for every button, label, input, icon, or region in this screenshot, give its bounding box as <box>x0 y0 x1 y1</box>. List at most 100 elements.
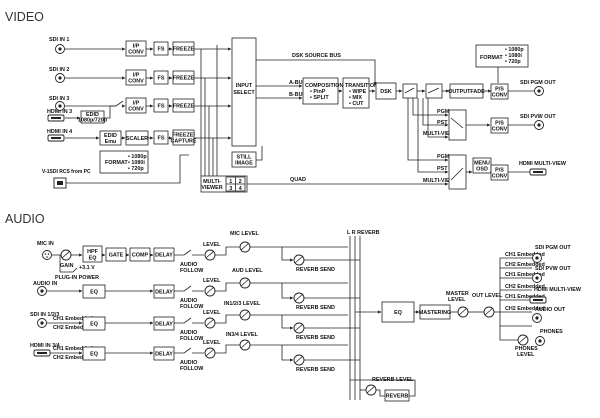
edid-emu-label-1: EDID <box>104 133 117 139</box>
out-ch1-sdi-pvw: CH1 Embedded <box>505 272 545 278</box>
delay-audio-label: DELAY <box>155 290 173 296</box>
still-image-block <box>231 151 257 168</box>
hdmi-ch1-label: CH1 Embedded <box>53 346 93 352</box>
sel1-mv-label: MULTI-VIEW <box>423 131 456 137</box>
sdi-pgm-out-label: SDI PGM OUT <box>520 80 556 86</box>
audio-sdi-pgm-out-icon <box>532 253 542 263</box>
sdi-audio-connector-icon <box>37 318 47 328</box>
phones-level-fader-icon <box>517 334 529 346</box>
usb-connector-icon <box>53 177 67 189</box>
ip-conv-3-label-b: CONV <box>128 107 144 113</box>
fade-switch-block <box>425 83 443 99</box>
ip-conv-1-label-a: I/P <box>133 44 140 50</box>
audio-follow-audio-a: AUDIO <box>180 298 197 304</box>
menu-osd-label-b: OSD <box>476 167 488 173</box>
sdi-in-3-connector-icon <box>55 101 65 111</box>
ps-conv-pgm-block <box>490 83 509 100</box>
transition-title: TRANSITION <box>345 83 378 89</box>
level-mic-label: LEVEL <box>203 242 221 248</box>
ps-conv-pgm-label-b: CONV <box>492 93 508 99</box>
hdmi-mv-out-connector-icon <box>529 168 547 176</box>
master-level-fader-icon <box>457 306 469 318</box>
audio-follow-mic-a: AUDIO <box>180 262 197 268</box>
mic-level-label: MIC LEVEL <box>230 231 259 237</box>
freeze-1-label: FREEZE <box>173 47 195 53</box>
transition-opt-mix: • MIX <box>349 95 362 101</box>
freeze-capture-block <box>172 129 195 146</box>
out-level-label: OUT LEVEL <box>472 293 503 299</box>
ip-conv-3-block <box>125 97 147 114</box>
delay-mic-label: DELAY <box>155 253 173 259</box>
ps-conv-pvw-label-b: CONV <box>492 127 508 133</box>
sdi-ch2-label: CH2 Embedded <box>53 325 93 331</box>
scaler-label: SCALER <box>126 136 148 142</box>
phones-jack-icon <box>535 336 545 346</box>
fs-1-block <box>153 41 169 56</box>
eq-hdmi-block <box>82 346 106 361</box>
reverb-send-4-label: REVERB SEND <box>296 367 335 373</box>
sel1-pgm-label: PGM <box>437 109 450 115</box>
comp-block <box>129 247 151 262</box>
format-right-opt-3: • 720p <box>505 59 521 65</box>
ps-conv-pvw-label-a: P/S <box>495 121 504 127</box>
edid-format-label: 1080p/720p <box>78 118 108 124</box>
ps-conv-mv-label-a: P/S <box>495 168 504 174</box>
freeze-2-label: FREEZE <box>173 76 195 82</box>
audio-in-jack-icon <box>37 286 47 296</box>
delay-audio-block <box>153 284 175 299</box>
hdmi-34-label: HDMI IN 3/4 <box>30 343 60 349</box>
mv-cell-3: 3 <box>229 186 232 192</box>
mv-cell-4: 4 <box>239 186 242 192</box>
audio-sdi-pgm-out-label: SDI PGM OUT <box>535 245 571 251</box>
level-hdmi-label: LEVEL <box>203 340 221 346</box>
reverb-send-3-label: REVERB SEND <box>296 335 335 341</box>
pc-input-label: V-1SDI RCS from PC <box>42 169 91 175</box>
reverb-send-2-icon <box>293 292 305 304</box>
out-level-fader-icon <box>483 306 495 318</box>
reverb-send-2-label: REVERB SEND <box>296 305 335 311</box>
out-ch2-sdi-pvw: CH2 Embedded <box>505 284 545 290</box>
out-ch1-hdmi: CH1 Embedded <box>505 294 545 300</box>
mv-cell-2: 2 <box>239 179 242 185</box>
format-left-block <box>99 150 149 174</box>
hdmi-mv-out-label: HDMI MULTI-VIEW <box>519 161 567 167</box>
aud-level-fader-icon <box>239 277 251 289</box>
format-left-opt-3: • 720p <box>128 166 144 172</box>
outputfade-label: OUTPUTFADE <box>448 89 485 95</box>
mv-selector-block <box>448 154 467 190</box>
fs-3-block <box>153 98 169 113</box>
plug-in-voltage-label: +3.1 V <box>79 265 95 271</box>
level-audio-label: LEVEL <box>203 278 221 284</box>
sdi-ch1-label: CH1 Embedded <box>53 316 93 322</box>
menu-osd-label-a: MENU <box>474 161 490 167</box>
ip-conv-1-block <box>125 40 147 57</box>
gate-block <box>105 247 127 262</box>
sdi-in-2-connector-icon <box>55 73 65 83</box>
fs-4-label: FS <box>158 136 165 142</box>
mastering-label: MASTERING <box>419 310 451 316</box>
format-left-label: FORMAT <box>105 160 128 166</box>
audio-sdi-pvw-out-icon <box>532 273 542 283</box>
audio-hdmi-out-icon <box>529 296 547 304</box>
input-select-label-b: SELECT <box>233 90 255 96</box>
transition-opt-wipe: • WIPE <box>349 89 367 95</box>
gain-knob-icon <box>60 249 72 261</box>
in123-level-fader-icon <box>239 309 251 321</box>
eq-audio-label: EQ <box>90 290 98 296</box>
hdmi-in-4-connector-icon <box>47 134 65 142</box>
hdmi-audio-connector-icon <box>33 349 51 357</box>
master-level-label-b: LEVEL <box>448 297 466 303</box>
gain-label: GAIN <box>60 263 74 269</box>
sdi-123-label: SDI IN 1/2/3 <box>30 312 59 318</box>
out-ch1-sdi-pgm: CH1 Embedded <box>505 252 545 258</box>
hdmi-ch2-label: CH2 Embedded <box>53 355 93 361</box>
multi-viewer-label-a: MULTI- <box>203 179 221 185</box>
ip-conv-2-block <box>125 69 147 86</box>
out-ch2-hdmi: CH2 Embedded <box>505 306 545 312</box>
format-left-opt-2: • 1080i <box>128 160 145 166</box>
fs-3-label: FS <box>158 104 165 110</box>
delay-mic-block <box>153 247 175 262</box>
edid-block <box>80 110 105 124</box>
delay-hdmi-block <box>153 346 175 361</box>
